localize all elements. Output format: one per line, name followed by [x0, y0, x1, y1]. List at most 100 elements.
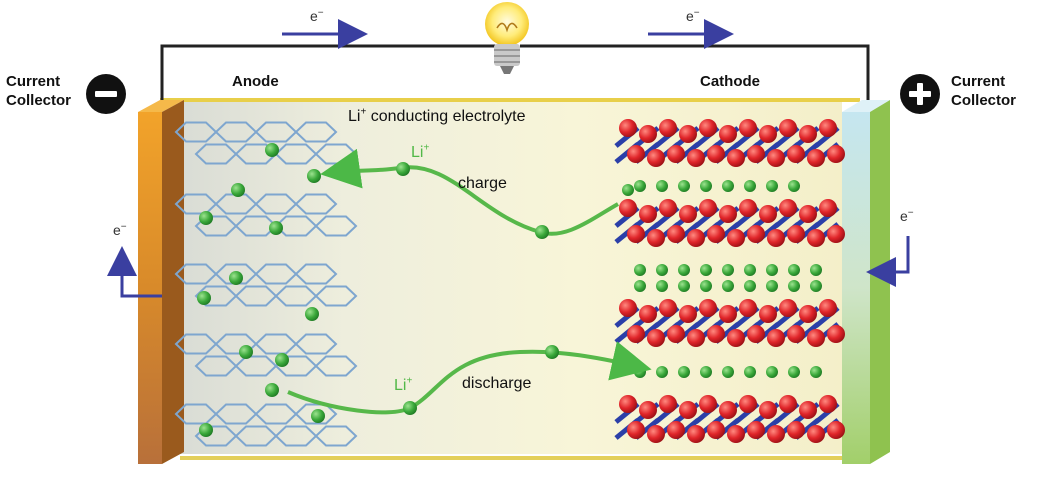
oxygen-atom — [767, 229, 785, 247]
cathode-lattice — [614, 119, 845, 443]
lithium-ion — [305, 307, 319, 321]
lithium-ion — [269, 221, 283, 235]
lithium-ion — [678, 366, 690, 378]
oxygen-atom — [707, 421, 725, 439]
lithium-ion — [788, 280, 800, 292]
electrolyte-text: conducting electrolyte — [366, 108, 526, 125]
li-base: Li — [394, 377, 407, 394]
discharge-ion-dot — [403, 401, 417, 415]
oxygen-atom — [707, 325, 725, 343]
oxygen-atom — [707, 225, 725, 243]
graphite-hex — [234, 215, 278, 237]
oxygen-atom — [767, 329, 785, 347]
graphite-hex — [294, 333, 338, 355]
lithium-ion — [197, 291, 211, 305]
oxygen-atom — [679, 305, 697, 323]
oxygen-atom — [827, 225, 845, 243]
e-base: e — [900, 208, 908, 224]
anode-label: Anode — [232, 73, 279, 90]
oxygen-atom — [807, 425, 825, 443]
oxygen-atom — [739, 299, 757, 317]
oxygen-atom — [779, 299, 797, 317]
oxygen-atom — [819, 299, 837, 317]
right-collector-label: Current Collector — [951, 73, 1017, 109]
lithium-ion — [788, 264, 800, 276]
oxygen-atom — [687, 149, 705, 167]
lithium-ion — [744, 264, 756, 276]
lithium-ion — [766, 366, 778, 378]
oxygen-atom — [827, 325, 845, 343]
oxygen-atom — [819, 395, 837, 413]
graphite-hex — [254, 403, 298, 425]
lithium-ion — [656, 366, 668, 378]
external-wire-right — [520, 44, 870, 104]
lithium-ion — [766, 180, 778, 192]
lithium-ion — [231, 183, 245, 197]
oxygen-atom — [719, 401, 737, 419]
oxygen-atom — [799, 205, 817, 223]
oxygen-atom — [819, 199, 837, 217]
e-sup: − — [693, 7, 700, 19]
oxygen-atom — [747, 225, 765, 243]
graphite-hex — [234, 355, 278, 377]
oxygen-atom — [727, 329, 745, 347]
lithium-ion — [656, 280, 668, 292]
oxygen-atom — [759, 125, 777, 143]
oxygen-atom — [639, 125, 657, 143]
electron-label-left: e− — [113, 222, 127, 238]
lithium-ion — [744, 366, 756, 378]
discharge-path-arrow — [287, 341, 652, 415]
oxygen-atom — [807, 229, 825, 247]
e-base: e — [113, 222, 121, 238]
oxygen-atom — [799, 401, 817, 419]
electron-flow-arrow-left — [107, 246, 162, 298]
lithium-ion — [656, 180, 668, 192]
electron-label-right: e− — [900, 208, 914, 224]
cathode-label: Cathode — [700, 73, 760, 90]
oxygen-atom — [627, 225, 645, 243]
lithium-ion — [744, 180, 756, 192]
oxygen-atom — [619, 199, 637, 217]
oxygen-atom — [779, 395, 797, 413]
oxygen-atom — [619, 119, 637, 137]
graphite-hex — [174, 121, 218, 143]
oxygen-atom — [659, 299, 677, 317]
lithium-ion — [722, 264, 734, 276]
lithium-ion — [634, 264, 646, 276]
plus-bar-v — [917, 83, 923, 105]
li-sup: + — [406, 375, 413, 387]
graphite-hex — [214, 403, 258, 425]
oxygen-atom — [739, 199, 757, 217]
oxygen-atom — [699, 199, 717, 217]
li-ion-label-charge: Li+ — [411, 143, 429, 162]
oxygen-atom — [807, 149, 825, 167]
lithium-ion — [239, 345, 253, 359]
oxygen-atom — [659, 199, 677, 217]
graphite-hex — [214, 263, 258, 285]
lithium-ion — [700, 264, 712, 276]
oxygen-atom — [727, 425, 745, 443]
oxygen-atom — [639, 305, 657, 323]
oxygen-atom — [667, 145, 685, 163]
lithium-ion — [810, 280, 822, 292]
oxygen-atom — [687, 329, 705, 347]
oxygen-atom — [667, 421, 685, 439]
e-sup: − — [120, 221, 127, 233]
lithium-ion — [199, 211, 213, 225]
lithium-ion — [678, 180, 690, 192]
electron-flow-arrow-right — [866, 236, 910, 287]
oxygen-atom — [807, 329, 825, 347]
oxygen-atom — [767, 425, 785, 443]
lithium-ion — [634, 280, 646, 292]
electrolyte-li: Li — [348, 108, 361, 125]
oxygen-atom — [827, 145, 845, 163]
lithium-ion — [199, 423, 213, 437]
lithium-ion — [656, 264, 668, 276]
graphite-hex — [254, 263, 298, 285]
oxygen-atom — [707, 145, 725, 163]
graphite-hex — [174, 333, 218, 355]
graphite-hex — [314, 355, 358, 377]
left-collector-label: Current Collector — [6, 73, 72, 109]
lithium-ion — [810, 366, 822, 378]
graphite-hex — [314, 285, 358, 307]
